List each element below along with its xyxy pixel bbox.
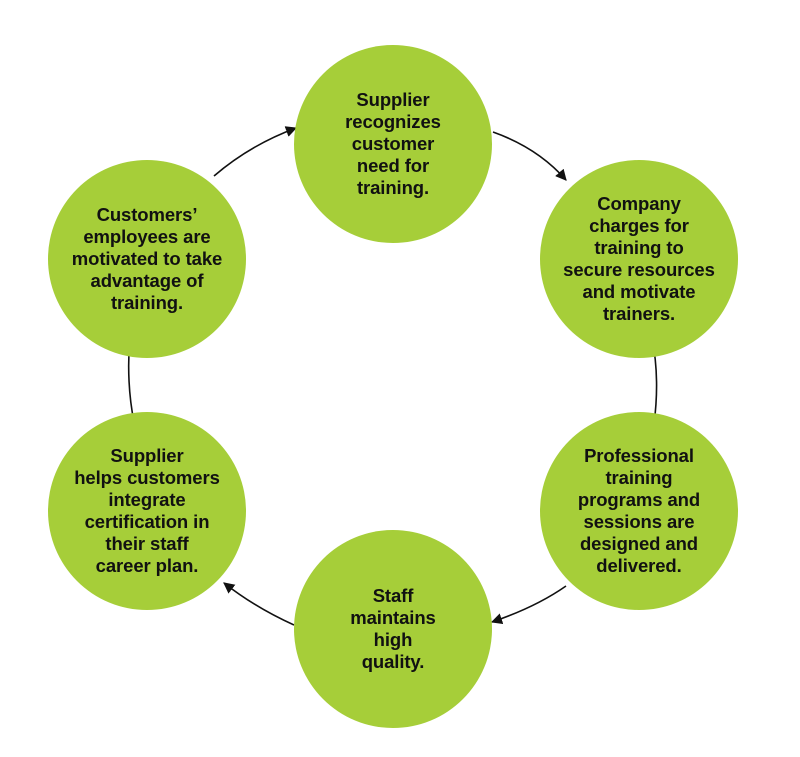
arrow-4-to-5 [223,582,295,626]
cycle-node-company-charges: Company charges for training to secure r… [540,160,738,358]
cycle-node-professional-training: Professional training programs and sessi… [540,412,738,610]
cycle-node-label: Staff maintains high quality. [350,585,436,672]
cycle-node-staff-quality: Staff maintains high quality. [294,530,492,728]
arrow-1-to-2 [492,131,567,181]
cycle-node-label: Customers’ employees are motivated to ta… [71,204,223,313]
arrow-3-to-4 [490,585,567,625]
cycle-node-label: Professional training programs and sessi… [577,445,701,576]
arrow-6-to-1 [213,126,298,177]
cycle-node-label: Supplier helps customers integrate certi… [74,445,220,576]
cycle-node-employees-motivated: Customers’ employees are motivated to ta… [48,160,246,358]
cycle-node-certification: Supplier helps customers integrate certi… [48,412,246,610]
cycle-node-label: Company charges for training to secure r… [563,193,715,324]
cycle-node-label: Supplier recognizes customer need for tr… [345,89,441,198]
cycle-node-supplier-recognizes-need: Supplier recognizes customer need for tr… [294,45,492,243]
